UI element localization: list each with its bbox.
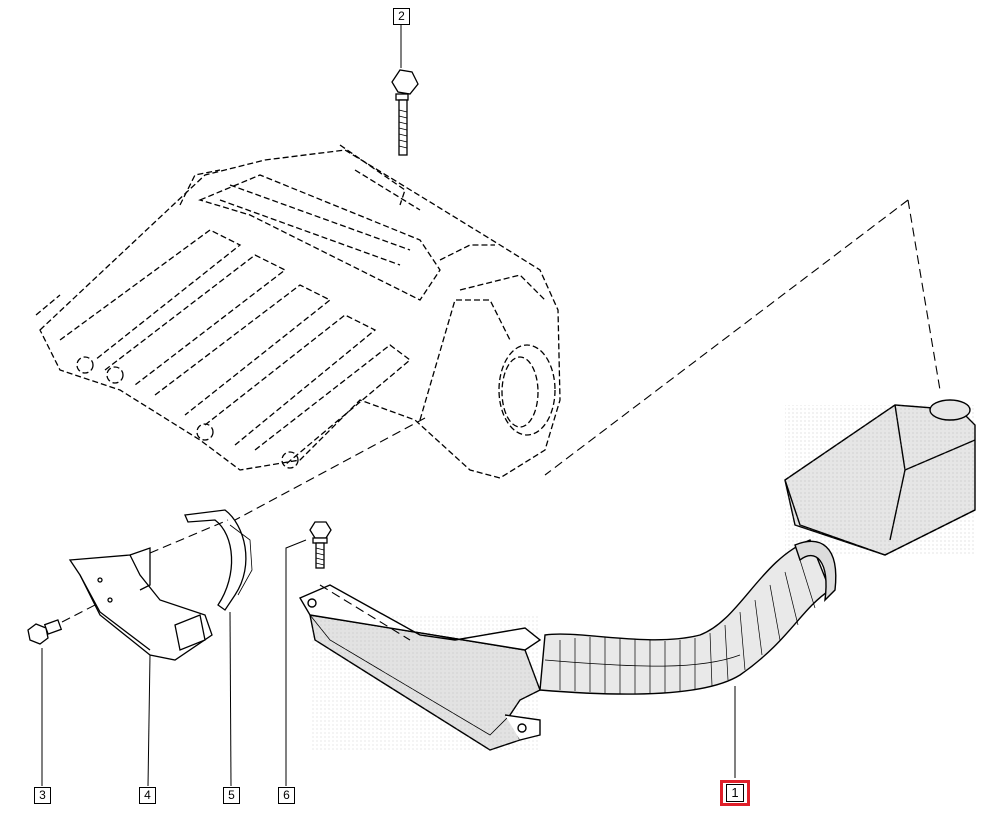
intake-manifold	[35, 144, 561, 479]
assembly-guide-lines	[61, 199, 941, 641]
callout-3: 3	[34, 787, 51, 804]
callout-4: 4	[139, 787, 156, 804]
callout-1-label: 1	[726, 784, 744, 802]
callout-5-label: 5	[228, 788, 235, 802]
callout-6: 6	[278, 787, 295, 804]
callout-5: 5	[223, 787, 240, 804]
bolt-3	[27, 619, 63, 645]
leader-lines	[41, 24, 736, 787]
callout-2-label: 2	[398, 9, 405, 23]
bolt-6	[309, 521, 332, 569]
callout-6-label: 6	[283, 788, 290, 802]
callout-4-label: 4	[144, 788, 151, 802]
callout-2: 2	[393, 8, 410, 25]
bolt-2	[391, 69, 419, 156]
air-intake-assembly	[298, 399, 976, 751]
bracket-4	[68, 547, 213, 661]
clamp-5	[184, 509, 253, 611]
callout-1-highlighted[interactable]: 1	[720, 780, 750, 806]
callout-3-label: 3	[39, 788, 46, 802]
